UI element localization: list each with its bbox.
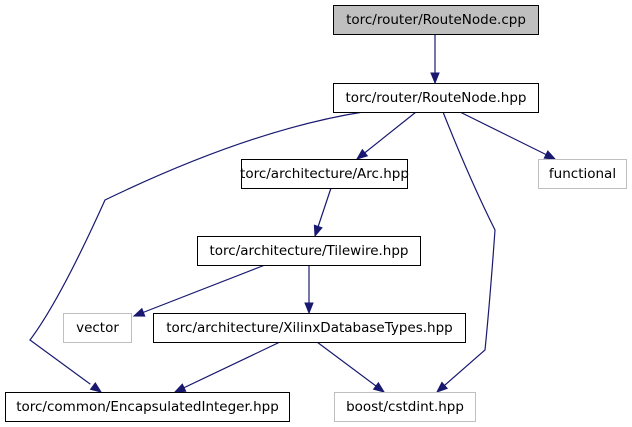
node-label: functional (549, 166, 616, 182)
node-routenode-hpp[interactable]: torc/router/RouteNode.hpp (333, 83, 539, 113)
node-vector: vector (63, 313, 132, 343)
edge-line (316, 341, 385, 393)
edge-line (174, 341, 281, 393)
node-box (333, 83, 539, 113)
node-box (63, 313, 132, 343)
edge-line (133, 264, 266, 317)
arrowhead-icon (89, 381, 103, 393)
edge-routenode_hpp-to-arc_hpp (355, 111, 417, 160)
node-box (153, 313, 466, 343)
arrowhead-icon (132, 307, 146, 317)
edge-xilinxdbtypes_hpp-to-cstdint_hpp (316, 341, 386, 393)
node-label: torc/architecture/Arc.hpp (240, 166, 409, 182)
node-routenode-cpp[interactable]: torc/router/RouteNode.cpp (333, 5, 539, 35)
node-arc-hpp[interactable]: torc/architecture/Arc.hpp (240, 159, 409, 189)
arrowhead-icon (430, 72, 440, 85)
node-box (538, 159, 627, 189)
edge-routenode_cpp-to-routenode_hpp (430, 34, 440, 85)
edge-line (459, 111, 556, 160)
arrowhead-icon (543, 150, 557, 160)
edge-tilewire_hpp-to-xilinxdbtypes_hpp (304, 265, 314, 315)
node-box (333, 5, 539, 35)
arrowhead-icon (355, 148, 369, 160)
node-label: torc/router/RouteNode.cpp (346, 12, 526, 28)
edge-routenode_hpp-to-functional (459, 111, 557, 160)
edge-line (29, 111, 364, 385)
edge-routenode_hpp-to-cstdint_hpp (435, 111, 496, 393)
node-cstdint-hpp: boost/cstdint.hpp (334, 392, 476, 422)
node-label: vector (76, 320, 119, 336)
arrowhead-icon (173, 383, 187, 393)
arrowhead-icon (372, 381, 386, 393)
edge-tilewire_hpp-to-vector (132, 264, 266, 317)
nodes-layer: torc/router/RouteNode.cpp torc/router/Rou… (5, 5, 627, 422)
node-box (241, 159, 408, 189)
node-label: torc/architecture/XilinxDatabaseTypes.hp… (166, 320, 453, 336)
arrowhead-icon (304, 302, 314, 315)
node-encapsulatedinteger-hpp[interactable]: torc/common/EncapsulatedInteger.hpp (5, 392, 290, 422)
edge-arc_hpp-to-tilewire_hpp (313, 187, 332, 238)
node-label: torc/architecture/Tilewire.hpp (210, 243, 409, 259)
edge-line (442, 111, 496, 387)
node-box (334, 392, 476, 422)
node-box (197, 236, 421, 266)
node-box (5, 392, 290, 422)
node-label: boost/cstdint.hpp (346, 399, 464, 415)
edge-line (356, 111, 417, 160)
node-label: torc/router/RouteNode.hpp (346, 90, 527, 106)
edge-routenode_hpp-to-encapsulatedinteger_hpp (29, 111, 364, 393)
node-functional: functional (538, 159, 627, 189)
node-label: torc/common/EncapsulatedInteger.hpp (16, 399, 279, 415)
arrowhead-icon (435, 381, 449, 393)
edges-layer (29, 34, 557, 393)
node-xilinxdbtypes-hpp[interactable]: torc/architecture/XilinxDatabaseTypes.hp… (153, 313, 466, 343)
node-tilewire-hpp[interactable]: torc/architecture/Tilewire.hpp (197, 236, 421, 266)
arrowhead-icon (313, 224, 323, 238)
edge-xilinxdbtypes_hpp-to-encapsulatedinteger_hpp (173, 341, 281, 393)
